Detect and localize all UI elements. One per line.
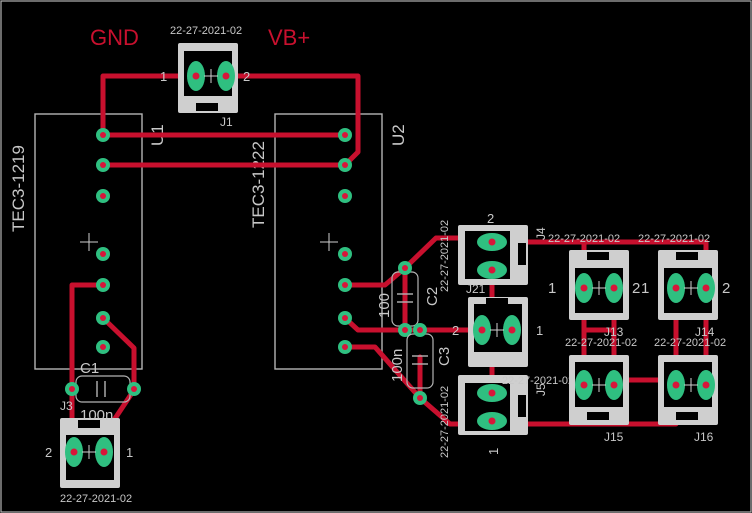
capacitor-c2-value: 100 [376,293,393,318]
connector-j16-ref: J16 [694,430,714,444]
capacitor-c1-ref: C1 [80,360,99,377]
connector-j4[interactable]: 2 22-27-2021-02 J4 [439,211,548,292]
connector-j1-part: 22-27-2021-02 [170,25,242,37]
module-u1-outline [34,113,143,370]
connector-j4-pin2: 2 [487,211,494,226]
connector-j5-pin1: 1 [486,448,501,455]
module-u2-value: TEC3-1222 [249,141,268,228]
connector-j14-part: 22-27-2021-02 [638,233,710,245]
net-label-vb-plus: VB+ [268,25,310,50]
connector-j14[interactable]: 1 2 22-27-2021-02 J14 [638,233,730,339]
connector-j1-pin1: 1 [160,69,167,84]
capacitor-c3-ref: C3 [436,347,453,366]
capacitor-c1-value: 100n [80,407,113,424]
connector-j21[interactable]: 2 1 J21 [452,282,543,367]
connector-j4-part: 22-27-2021-02 [439,220,451,292]
module-u1[interactable]: U1 TEC3-1219 [9,113,167,370]
connector-j3-ref: J3 [60,399,73,413]
connector-j4-ref: J4 [534,227,548,240]
module-u2-pins [338,128,352,354]
connector-j13-ref: J13 [604,325,624,339]
module-u1-value: TEC3-1219 [9,145,28,232]
net-label-gnd: GND [90,25,139,50]
capacitor-c3-value: 100n [389,349,406,382]
connector-j3-part: 22-27-2021-02 [60,493,132,505]
connector-j5-part-top: 22-27-2021-02 [502,375,574,387]
module-u2-outline [274,113,383,370]
connector-j1[interactable]: 1 2 22-27-2021-02 J1 [160,25,250,129]
connector-j1-ref: J1 [220,115,233,129]
capacitor-c3[interactable]: C3 100n [389,323,453,405]
connector-j13[interactable]: 1 2 22-27-2021-02 J13 [548,233,640,339]
connector-j15-ref: J15 [604,430,624,444]
connector-j13-part: 22-27-2021-02 [548,233,620,245]
connector-j3[interactable]: 2 1 22-27-2021-02 J3 [45,399,133,505]
capacitor-c1[interactable]: C1 100n [65,360,141,424]
connector-j5-ref: J5 [534,383,548,396]
connector-j1-pin2: 2 [243,69,250,84]
connector-j5-part: 22-27-2021-02 [439,386,451,458]
connector-j16[interactable]: 22-27-2021-02 J16 [654,337,726,444]
connector-j5[interactable]: 1 22-27-2021-02 22-27-2021-02 J5 [439,375,574,458]
connector-j13-pin1: 1 [548,280,556,297]
connector-j15[interactable]: 22-27-2021-02 J15 [565,337,637,444]
connector-j14-pin1: 1 [641,280,649,297]
connector-j21-pin2: 2 [452,323,459,338]
connector-j16-part: 22-27-2021-02 [654,337,726,349]
capacitor-c2[interactable]: C2 100 [376,261,441,337]
module-u2-ref: U2 [389,124,408,146]
connector-j21-pin1: 1 [536,323,543,338]
connector-j13-pin2: 2 [632,280,640,297]
module-u1-pins [96,128,110,354]
capacitor-c2-ref: C2 [424,287,441,306]
connector-j3-pin2: 2 [45,445,52,460]
connector-j14-pin2: 2 [722,280,730,297]
connector-j15-part: 22-27-2021-02 [565,337,637,349]
connector-j21-ref: J21 [466,282,486,296]
connector-j14-ref: J14 [695,325,715,339]
connector-j3-pin1: 1 [126,445,133,460]
